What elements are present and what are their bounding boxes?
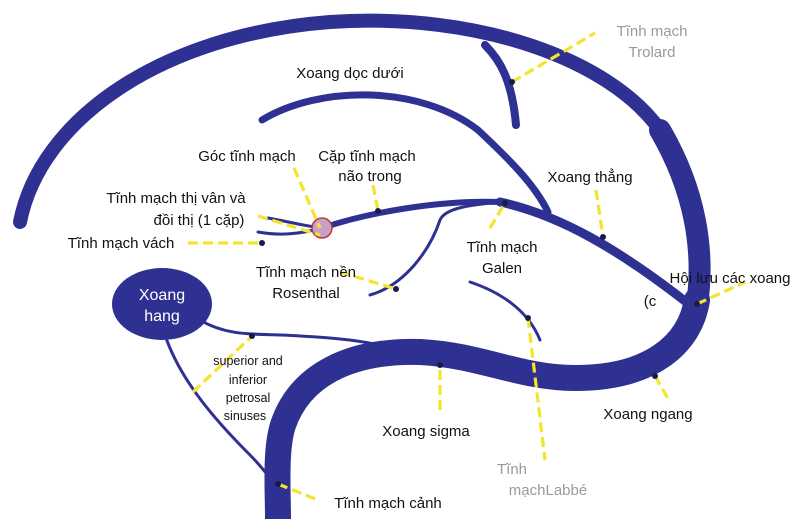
label-rosenthal-line2: Rosenthal	[272, 285, 340, 302]
straight-sinus	[495, 197, 695, 310]
leader-confluence	[696, 280, 746, 306]
label-galen-line2: Galen	[482, 260, 522, 277]
cavernous-to-jugular-vein	[163, 333, 280, 488]
leader-galen	[488, 202, 507, 229]
label-cavernous-line2: hang	[144, 308, 180, 325]
label-trolard-line2: Trolard	[629, 44, 676, 61]
dot-trolard	[509, 79, 515, 85]
dot-septal	[259, 240, 265, 246]
dot-sigmoid	[437, 362, 443, 368]
leader-jugular	[277, 482, 319, 502]
leader-lines	[188, 31, 746, 502]
label-internal-cerebral-line1: Cặp tĩnh mạch	[318, 148, 416, 165]
dot-galen	[502, 200, 508, 206]
label-petrosal-line1: superior and	[213, 354, 283, 368]
label-sigmoid-sinus: Xoang sigma	[382, 423, 470, 440]
label-trolard-line1: Tĩnh mạch	[617, 23, 688, 40]
leader-transverse	[653, 375, 672, 403]
leader-labbe	[526, 317, 547, 461]
dot-internal-cerebral	[375, 208, 381, 214]
dot-transverse	[652, 373, 658, 379]
label-rosenthal-line1: Tĩnh mạch nền	[256, 264, 356, 281]
petrosal-sinus	[198, 318, 402, 354]
inferior-sagittal-sinus	[258, 91, 552, 216]
transverse-sinus	[264, 287, 710, 524]
leader-internal-cerebral	[371, 184, 380, 212]
leader-rosenthal	[339, 270, 397, 291]
label-internal-cerebral-line2: não trong	[338, 168, 401, 185]
dot-rosenthal	[393, 286, 399, 292]
labels: Tĩnh mạch Trolard Xoang dọc dưới Góc tĩn…	[68, 23, 791, 512]
galen-curve	[468, 280, 542, 342]
superior-sagittal-sinus-descending	[649, 119, 711, 316]
vein-of-trolard	[481, 41, 520, 129]
superior-sagittal-sinus	[13, 13, 667, 229]
dot-jugular	[275, 481, 281, 487]
basal-vein-of-rosenthal	[368, 200, 502, 297]
label-galen-line1: Tĩnh mạch	[467, 239, 538, 256]
label-confluence-line1: Hội lưu các xoang	[670, 270, 791, 287]
label-cavernous-line1: Xoang	[139, 287, 185, 304]
dot-straight	[600, 234, 606, 240]
internal-cerebral-vein	[319, 198, 503, 231]
label-venous-angle: Góc tĩnh mạch	[198, 148, 296, 165]
label-straight-sinus: Xoang thẳng	[547, 168, 632, 186]
dot-labbe	[525, 315, 531, 321]
dot-confluence	[694, 301, 700, 307]
leader-trolard	[511, 31, 596, 84]
label-labbe-line1: Tĩnh	[497, 461, 527, 478]
cavernous-sinus-node	[112, 268, 212, 340]
label-thalamostriate-line2: đồi thị (1 cặp)	[154, 212, 245, 229]
label-inferior-sagittal-sinus: Xoang dọc dưới	[296, 65, 403, 82]
label-petrosal-line3: petrosal	[226, 391, 270, 405]
leader-thalamostriate	[257, 214, 321, 237]
label-petrosal-line4: sinuses	[224, 409, 266, 423]
dot-petrosal	[249, 333, 255, 339]
label-petrosal-line2: inferior	[229, 373, 267, 387]
label-jugular-vein: Tĩnh mạch cảnh	[334, 495, 442, 512]
label-confluence-line2: (c	[644, 293, 657, 310]
leader-petrosal	[191, 334, 254, 394]
label-labbe-line2: mạchLabbé	[509, 482, 587, 499]
veins-group	[13, 13, 711, 524]
junction-dots	[249, 79, 700, 487]
label-transverse-sinus: Xoang ngang	[603, 406, 692, 423]
leader-straight-sinus	[594, 189, 605, 238]
leader-venous-angle	[292, 167, 322, 229]
label-septal-vein: Tĩnh mạch vách	[68, 235, 175, 252]
label-thalamostriate-line1: Tĩnh mạch thị vân và	[106, 190, 246, 207]
